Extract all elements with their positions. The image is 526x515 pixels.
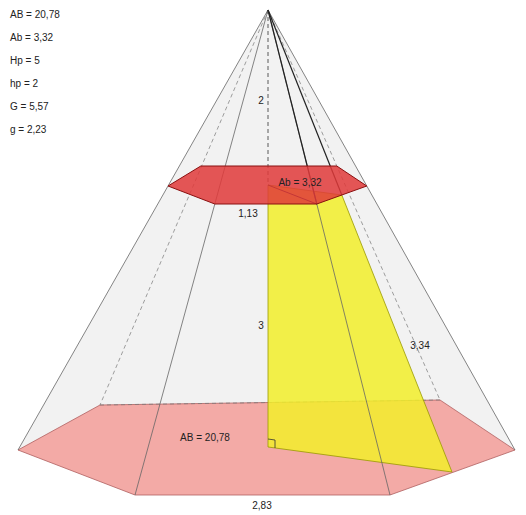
base-hexagon: AB = 20,78 <box>16 398 518 498</box>
edge <box>268 10 515 450</box>
edge <box>268 10 390 495</box>
top-hexagon: Ab = 3,32 <box>166 164 370 206</box>
area-label: AB = 20,78 <box>180 432 230 443</box>
data-line: AB = 20,78 <box>10 9 60 20</box>
hidden-edge <box>100 10 268 405</box>
hexagon-outline <box>16 398 518 498</box>
right-angle <box>268 439 275 448</box>
edge <box>18 10 268 450</box>
yellow-section <box>268 185 452 472</box>
area-label: Ab = 3,32 <box>278 177 321 188</box>
hexagon-shape <box>168 166 367 204</box>
data-line: Hp = 5 <box>10 55 40 66</box>
data-line: G = 5,57 <box>10 101 49 112</box>
dimension: 2,83 <box>252 500 271 511</box>
hexagon-shape <box>18 400 515 495</box>
data-line: hp = 2 <box>10 78 38 89</box>
dimension: 3 <box>258 320 264 331</box>
dimension: 2 <box>258 95 264 106</box>
hexagon-outline <box>166 164 370 206</box>
data-line: g = 2,23 <box>10 124 46 135</box>
dimension: 3,34 <box>410 340 429 351</box>
pyramid-face <box>18 10 515 495</box>
edge <box>135 10 268 495</box>
dimension: 1,13 <box>238 208 257 219</box>
height <box>268 10 269 185</box>
data-line: Ab = 3,32 <box>10 32 53 43</box>
